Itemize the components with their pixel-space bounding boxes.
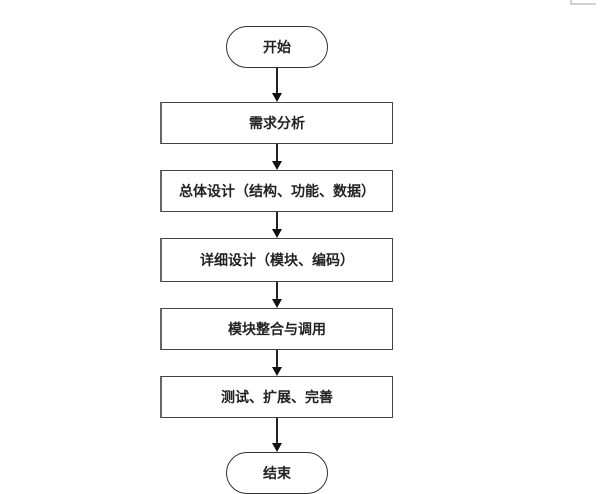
page-corner-mark — [570, 3, 596, 5]
arrowhead-icon — [272, 93, 282, 102]
arrowhead-icon — [272, 299, 282, 308]
step-label: 需求分析 — [249, 116, 305, 132]
connector-step-2-to-step-3 — [276, 212, 278, 230]
arrowhead-icon — [272, 367, 282, 376]
arrowhead-icon — [272, 443, 282, 452]
start-terminal: 开始 — [226, 26, 328, 68]
step-label: 测试、扩展、完善 — [221, 390, 333, 406]
connector-step-5-to-end — [276, 418, 278, 444]
connector-step-4-to-step-5 — [276, 350, 278, 368]
process-step-4: 模块整合与调用 — [160, 308, 393, 350]
connector-step-1-to-step-2 — [276, 144, 278, 162]
start-label: 开始 — [263, 40, 291, 56]
arrowhead-icon — [272, 229, 282, 238]
process-step-3: 详细设计（模块、编码） — [160, 238, 393, 282]
end-terminal: 结束 — [226, 452, 328, 494]
connector-step-3-to-step-4 — [276, 282, 278, 300]
step-label: 总体设计（结构、功能、数据） — [179, 184, 375, 200]
end-label: 结束 — [263, 466, 291, 482]
connector-start-to-step-1 — [276, 68, 278, 94]
step-label: 详细设计（模块、编码） — [200, 253, 354, 269]
process-step-5: 测试、扩展、完善 — [160, 376, 393, 418]
arrowhead-icon — [272, 161, 282, 170]
process-step-2: 总体设计（结构、功能、数据） — [160, 170, 393, 212]
step-label: 模块整合与调用 — [228, 322, 326, 338]
page-corner-mark-vertical — [570, 0, 572, 4]
process-step-1: 需求分析 — [160, 102, 393, 144]
